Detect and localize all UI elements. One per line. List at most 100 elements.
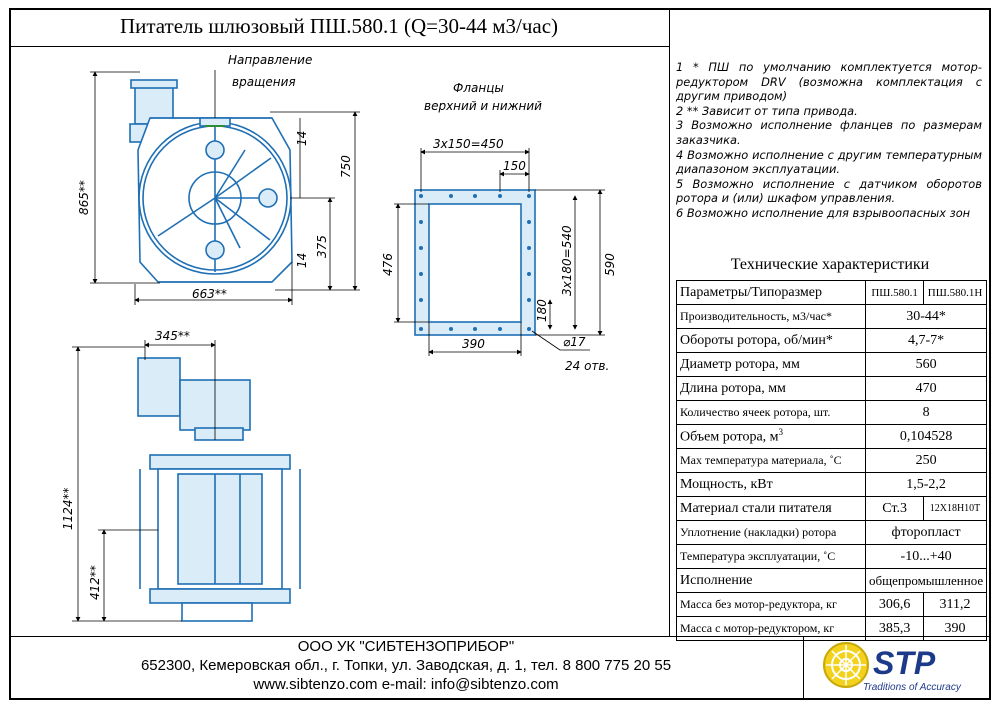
value-cell: 8 — [865, 400, 987, 425]
dim-663: 663** — [192, 287, 227, 301]
note-3: 3 Возможно исполнение фланцев по размера… — [676, 118, 982, 147]
company-info: ООО УК "СИБТЕНЗОПРИБОР" 652300, Кемеровс… — [9, 637, 803, 694]
param-cell: Объем ротора, м3 — [675, 424, 867, 449]
flange-view — [414, 189, 536, 336]
table-row: Обороты ротора, об/мин*4,7-7* — [675, 328, 987, 353]
dim-590: 590 — [603, 253, 617, 276]
front-view — [137, 357, 301, 622]
dim-150: 150 — [503, 159, 526, 173]
dim-3x150: 3х150=450 — [433, 137, 504, 151]
dim-345: 345** — [155, 329, 190, 343]
param-cell: Масса без мотор-редуктора, кг — [675, 592, 867, 617]
company-address: 652300, Кемеровская обл., г. Топки, ул. … — [140, 657, 672, 674]
vertical-divider — [669, 8, 670, 636]
note-2: 2 ** Зависит от типа привода. — [676, 103, 858, 118]
dim-d17: ⌀17 — [563, 335, 586, 349]
param-cell: Мощность, кВт — [675, 472, 867, 497]
param-cell: Производительность, м3/час* — [675, 304, 867, 329]
rotation-label-1: Направление — [228, 53, 312, 67]
title-divider — [9, 46, 669, 47]
spec-table: Параметры/Типоразмер ПШ.580.1 ПШ.580.1Н … — [675, 280, 987, 641]
front-motor — [137, 357, 181, 417]
param-cell: Длина ротора, мм — [675, 376, 867, 401]
dim-1124: 1124** — [61, 487, 75, 530]
flange-dims — [394, 148, 605, 356]
dim-holes: 24 отв. — [565, 359, 609, 373]
note-5: 5 Возможно исполнение с датчиком оборото… — [676, 176, 982, 206]
flange-label-2: верхний и нижний — [424, 99, 542, 113]
flange-holes — [419, 194, 531, 331]
drawing-frame — [9, 8, 991, 700]
header-param: Параметры/Типоразмер — [675, 280, 867, 305]
footer-vertical-divider — [803, 636, 804, 700]
param-cell: Исполнение — [675, 568, 867, 593]
header-model-2: ПШ.580.1Н — [923, 280, 987, 305]
value-cell: 4,7-7* — [865, 328, 987, 353]
footer-divider — [9, 636, 991, 637]
note-4: 4 Возможно исполнение с другим температу… — [676, 147, 982, 177]
param-cell: Обороты ротора, об/мин* — [675, 328, 867, 353]
side-view — [129, 79, 293, 283]
logo-slogan: Traditions of Accuracy — [863, 682, 961, 693]
page-title: Питатель шлюзовый ПШ.580.1 (Q=30-44 м3/ч… — [119, 14, 559, 38]
value-cell: 250 — [865, 448, 987, 473]
value-cell: 1,5-2,2 — [865, 472, 987, 497]
param-cell: Количество ячеек ротора, шт. — [675, 400, 867, 425]
header-model-1: ПШ.580.1 — [865, 280, 925, 305]
dim-476: 476 — [381, 253, 395, 276]
dim-3x180: 3х180=540 — [560, 225, 574, 296]
company-name: ООО УК "СИБТЕНЗОПРИБОР" — [297, 638, 515, 655]
logo-text: STP — [873, 645, 936, 681]
rotation-label-2: вращения — [232, 75, 296, 89]
value-cell-1: 306,6 — [865, 592, 925, 617]
logo-emblem-icon — [823, 642, 869, 688]
flange-label-1: Фланцы — [453, 81, 504, 95]
value-cell: фторопласт — [865, 520, 987, 545]
dim-865: 865** — [77, 180, 91, 215]
table-row: Температура эксплуатации, ˚С-10...+40 — [675, 544, 987, 569]
note-1: 1 * ПШ по умолчанию комплектуется мотор-… — [676, 60, 982, 104]
company-contacts: www.sibtenzo.com e-mail: info@sibtenzo.c… — [253, 676, 559, 693]
param-text: Объем ротора, м — [680, 429, 779, 445]
motor-cap — [130, 79, 178, 89]
dim-390: 390 — [462, 337, 485, 351]
value-cell-1: Ст.3 — [865, 496, 925, 521]
param-cell: Диаметр ротора, мм — [675, 352, 867, 377]
value-cell-2: 12Х18Н10Т — [923, 496, 987, 521]
dim-14-bottom: 14 — [295, 253, 309, 268]
value-cell: 560 — [865, 352, 987, 377]
technical-drawing: Направление вращения 865** 750 14 375 14… — [61, 53, 617, 622]
notes-block: 1 * ПШ по умолчанию комплектуется мотор-… — [676, 60, 982, 221]
dim-180: 180 — [535, 299, 549, 322]
tech-title: Технические характеристики — [730, 256, 930, 273]
dim-412: 412** — [88, 565, 102, 600]
value-cell: 470 — [865, 376, 987, 401]
table-row: Производительность, м3/час*30-44* — [675, 304, 987, 329]
value-cell: 0,104528 — [865, 424, 987, 449]
param-cell: Температура эксплуатации, ˚С — [675, 544, 867, 569]
param-cell: Уплотнение (накладки) ротора — [675, 520, 867, 545]
dim-750: 750 — [339, 155, 353, 178]
value-cell: -10...+40 — [865, 544, 987, 569]
value-cell: общепромышленное — [865, 568, 987, 593]
table-header-row: Параметры/Типоразмер ПШ.580.1 ПШ.580.1Н — [675, 280, 987, 305]
front-dims — [72, 340, 216, 622]
value-cell: 30-44* — [865, 304, 987, 329]
param-sup: 3 — [778, 427, 784, 438]
param-cell: Материал стали питателя — [675, 496, 867, 521]
side-dims — [90, 70, 360, 305]
dim-375: 375 — [315, 235, 329, 258]
param-cell: Мах температура материала, ˚С — [675, 448, 867, 473]
value-cell-2: 311,2 — [923, 592, 987, 617]
note-6: 6 Возможно исполнение для взрывоопасных … — [676, 205, 971, 220]
table-row: Количество ячеек ротора, шт.8 — [675, 400, 987, 425]
dim-14-top: 14 — [295, 131, 309, 146]
